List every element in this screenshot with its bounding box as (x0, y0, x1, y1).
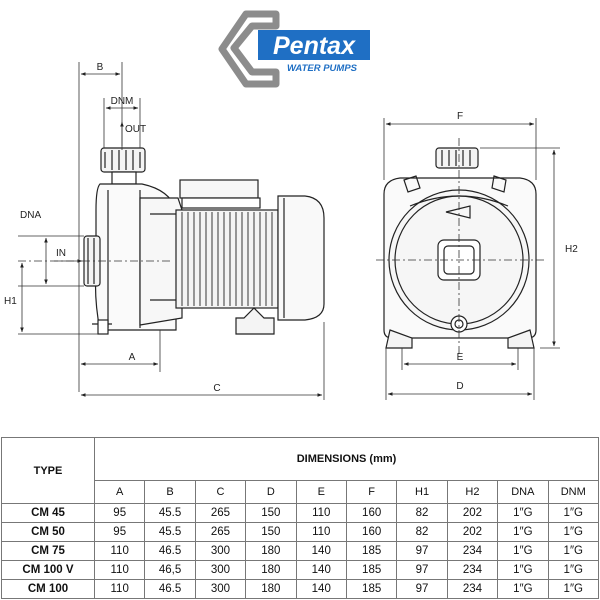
column-header: DNM (547, 480, 600, 504)
table-cell: 1″G (547, 579, 600, 599)
column-header: E (295, 480, 347, 504)
table-cell: 1″G (497, 503, 549, 523)
front-view-dimension-lines (376, 118, 560, 400)
table-cell: 202 (446, 522, 499, 542)
table-cell: 46.5 (144, 579, 196, 599)
dim-label-b: B (97, 62, 104, 73)
table-cell: 1″G (497, 579, 549, 599)
table-cell: 1″G (547, 541, 600, 561)
table-cell: 1″G (497, 560, 549, 580)
table-cell: 46,5 (144, 560, 196, 580)
model-name-cell: CM 100 (1, 579, 95, 599)
table-cell: 160 (345, 503, 398, 523)
table-cell: 45.5 (144, 503, 196, 523)
side-view-dimension-lines (18, 62, 325, 400)
table-cell: 110 (93, 560, 146, 580)
table-cell: 140 (295, 560, 347, 580)
dim-label-c: C (213, 383, 220, 394)
table-cell: 140 (295, 541, 347, 561)
table-cell: 82 (396, 522, 448, 542)
column-header: B (144, 480, 196, 504)
table-row: CM 100 110 46.5 300 180 140 185 97 234 1… (1, 579, 600, 599)
table-cell: 97 (396, 560, 448, 580)
dim-label-h1: H1 (4, 296, 17, 307)
table-row: CM 50 95 45.5 265 150 110 160 82 202 1″G… (1, 522, 600, 542)
pump-dimension-drawing: B DNM OUT DNA IN H1 A C (4, 62, 578, 400)
table-cell: 110 (93, 579, 146, 599)
model-name-cell: CM 75 (1, 541, 95, 561)
column-header: D (245, 480, 297, 504)
table-cell: 265 (194, 522, 247, 542)
table-cell: 160 (345, 522, 398, 542)
column-header: C (194, 480, 247, 504)
table-cell: 1″G (547, 503, 600, 523)
table-cell: 1″G (497, 541, 549, 561)
table-cell: 185 (345, 541, 398, 561)
side-view (83, 147, 325, 335)
table-cell: 97 (396, 579, 448, 599)
table-cell: 180 (245, 560, 297, 580)
dimensions-table: TYPE DIMENSIONS (mm) A B C D E F H1 H2 D… (1, 437, 600, 599)
table-cell: 110 (295, 503, 347, 523)
column-header-row: A B C D E F H1 H2 DNA DNM (2, 480, 600, 504)
column-header: F (345, 480, 398, 504)
table-cell: 95 (93, 503, 146, 523)
front-view (383, 147, 537, 349)
logo-brand-text: Pentax (273, 32, 356, 60)
dim-label-a: A (129, 352, 136, 363)
table-cell: 300 (194, 560, 247, 580)
table-cell: 202 (446, 503, 499, 523)
table-cell: 110 (93, 541, 146, 561)
logo-tagline-text: WATER PUMPS (287, 63, 358, 74)
logo-emblem-icon (218, 10, 280, 88)
table-cell: 95 (93, 522, 146, 542)
table-cell: 185 (345, 560, 398, 580)
table-cell: 46.5 (144, 541, 196, 561)
table-cell: 265 (194, 503, 247, 523)
table-row: CM 75 110 46.5 300 180 140 185 97 234 1″… (1, 541, 600, 561)
table-cell: 300 (194, 541, 247, 561)
dim-label-dnm: DNM (111, 96, 134, 107)
table-cell: 180 (245, 541, 297, 561)
logo-blue-panel (258, 30, 370, 60)
table-cell: 180 (245, 579, 297, 599)
column-header: A (93, 480, 146, 504)
pentax-logo: Pentax WATER PUMPS (218, 10, 370, 88)
table-cell: 1″G (547, 522, 600, 542)
dim-label-in: IN (56, 248, 66, 259)
table-cell: 82 (396, 503, 448, 523)
type-header: TYPE (1, 437, 95, 504)
table-cell: 150 (245, 522, 297, 542)
table-row: CM 45 95 45.5 265 150 110 160 82 202 1″G… (1, 503, 600, 523)
table-cell: 150 (245, 503, 297, 523)
table-cell: 300 (194, 579, 247, 599)
model-name-cell: CM 100 V (1, 560, 95, 580)
model-name-cell: CM 50 (1, 522, 95, 542)
column-header: H2 (446, 480, 499, 504)
table-cell: 140 (295, 579, 347, 599)
column-header: DNA (497, 480, 549, 504)
dim-label-f: F (457, 111, 463, 122)
table-cell: 110 (295, 522, 347, 542)
table-cell: 1″G (547, 560, 600, 580)
table-cell: 185 (345, 579, 398, 599)
dimensions-header: DIMENSIONS (mm) (94, 437, 599, 481)
table-row: CM 100 V 110 46,5 300 180 140 185 97 234… (1, 560, 600, 580)
dim-label-out: OUT (125, 124, 146, 135)
dim-label-h2: H2 (565, 244, 578, 255)
table-cell: 234 (446, 541, 499, 561)
table-cell: 97 (396, 541, 448, 561)
table-cell: 1″G (497, 522, 549, 542)
model-name-cell: CM 45 (1, 503, 95, 523)
table-cell: 234 (446, 560, 499, 580)
dim-label-d: D (456, 381, 463, 392)
column-header: H1 (396, 480, 448, 504)
table-cell: 45.5 (144, 522, 196, 542)
table-cell: 234 (446, 579, 499, 599)
dim-label-e: E (457, 352, 464, 363)
dim-label-dna: DNA (20, 210, 41, 221)
